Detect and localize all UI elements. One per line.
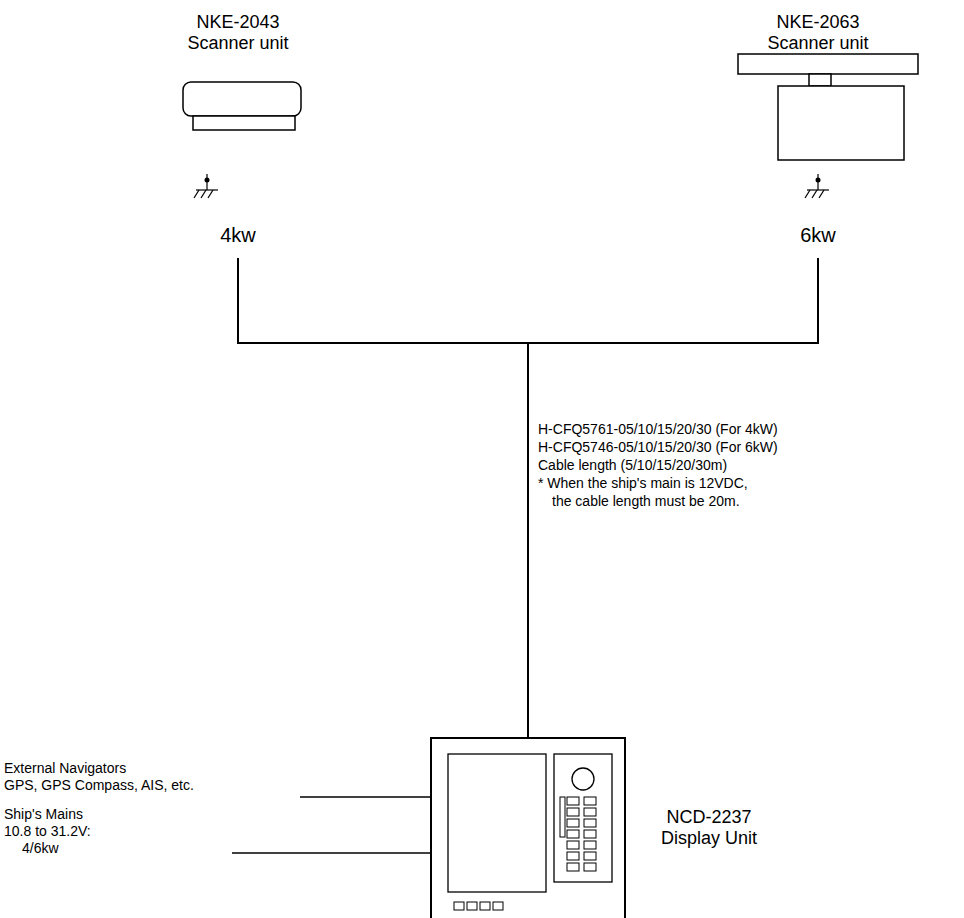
cable-part-number: H-CFQ5746-05/10/15/20/30 (For 6kW) <box>538 439 778 455</box>
cable-length-note: Cable length (5/10/15/20/30m) <box>538 457 727 473</box>
radome-drawing <box>183 82 301 198</box>
power-label: Ship's Mains <box>4 806 83 822</box>
scanner-unit-6kw: NKE-2063 Scanner unit 6kw <box>728 8 908 258</box>
power-label: 10.8 to 31.2V: <box>4 823 91 839</box>
mains-wire <box>232 852 431 854</box>
scanner-model: NKE-2063 Scanner unit <box>753 12 883 53</box>
cable-connector <box>528 258 818 737</box>
cable-part-number: H-CFQ5761-05/10/15/20/30 (For 4kW) <box>538 421 778 437</box>
power-label: 4/6kw <box>22 840 59 856</box>
cable-connector <box>238 258 528 737</box>
unit-illustration <box>432 739 628 918</box>
display-unit: NCD-2237 Display Unit <box>430 737 626 918</box>
display-model: NCD-2237 Display Unit <box>644 807 774 848</box>
power-rating: 4kw <box>198 224 278 247</box>
scanner-model: NKE-2043 Scanner unit <box>173 12 303 53</box>
open-array-drawing <box>738 54 918 198</box>
cable-note: * When the ship's main is 12VDC, <box>538 475 748 491</box>
cable-note: the cable length must be 20m. <box>552 493 740 509</box>
input-label: External Navigators <box>4 760 126 776</box>
input-label: GPS, GPS Compass, AIS, etc. <box>4 777 194 793</box>
power-rating: 6kw <box>778 224 858 247</box>
scanner-unit-4kw: NKE-2043 Scanner unit 4kw <box>158 8 318 258</box>
display-drawing <box>448 754 612 910</box>
navigator-wire <box>300 796 431 798</box>
